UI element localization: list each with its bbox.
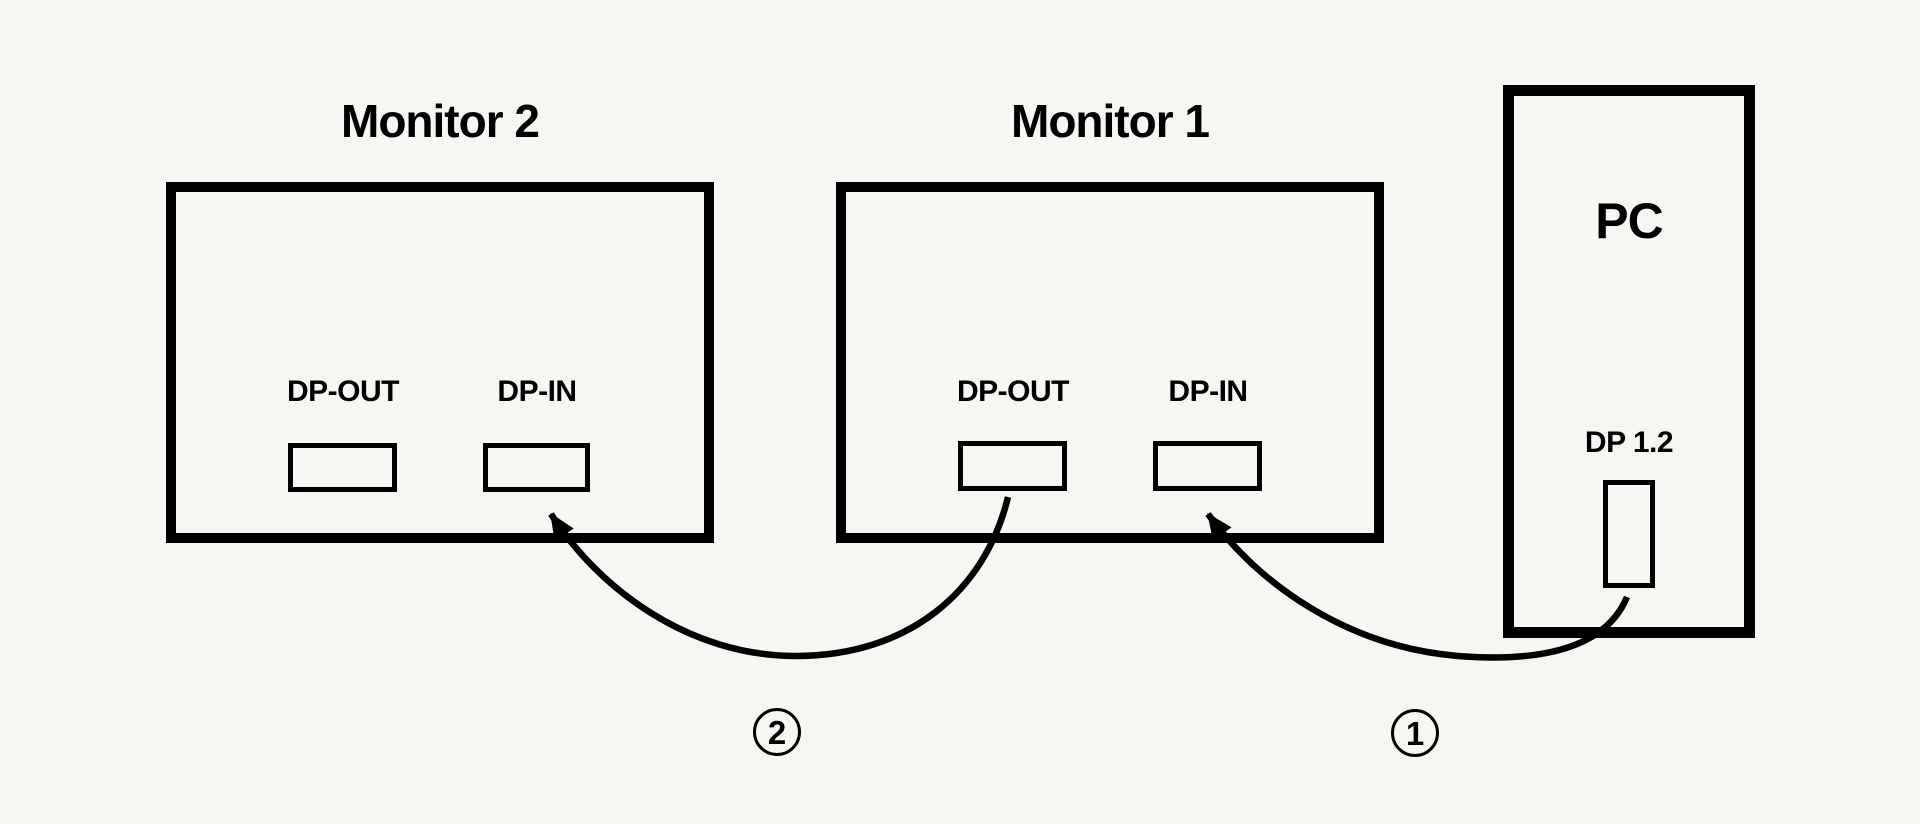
pc-dp12-label: DP 1.2 <box>1584 426 1674 459</box>
monitor2-title: Monitor 2 <box>341 95 540 147</box>
monitor1-box <box>836 182 1384 543</box>
monitor1-title: Monitor 1 <box>1011 95 1210 147</box>
monitor1-dp-in-label: DP-IN <box>1168 375 1248 408</box>
step-2-number: 2 <box>767 713 787 751</box>
pc-title: PC <box>1595 193 1663 249</box>
step-1-number: 1 <box>1405 714 1425 752</box>
monitor2-dp-in-label: DP-IN <box>497 375 577 408</box>
cable-monitor1-to-monitor2-arrow <box>548 496 1012 660</box>
monitor2-dp-in-port <box>483 443 590 492</box>
step-2-badge: 2 <box>753 708 801 756</box>
monitor2-dp-out-label: DP-OUT <box>287 375 400 408</box>
monitor2-dp-out-port <box>288 443 397 492</box>
pc-box <box>1503 85 1755 638</box>
monitor1-dp-in-port <box>1153 441 1262 491</box>
monitor1-dp-out-port <box>958 441 1067 491</box>
step-1-badge: 1 <box>1391 709 1439 757</box>
cable-pc-to-monitor1-arrow <box>1205 512 1630 661</box>
pc-dp12-port <box>1603 480 1655 588</box>
monitor2-box <box>166 182 714 543</box>
monitor1-dp-out-label: DP-OUT <box>957 375 1070 408</box>
